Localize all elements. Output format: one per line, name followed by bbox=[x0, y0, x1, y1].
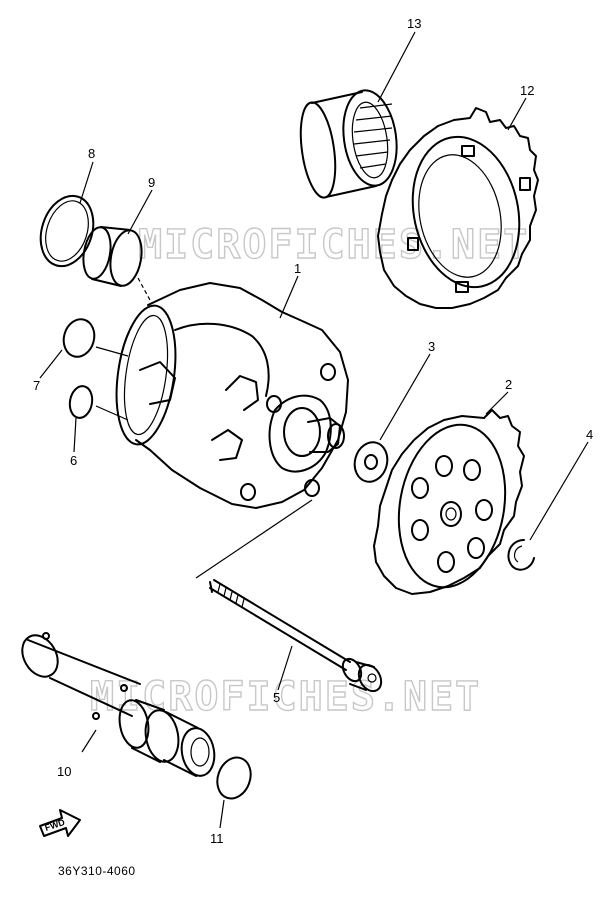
callout-9: 9 bbox=[148, 175, 155, 190]
part-9-collar bbox=[82, 226, 143, 287]
callout-1: 1 bbox=[294, 261, 301, 276]
part-5-bolt bbox=[209, 579, 383, 693]
part-12-sprocket-ring bbox=[377, 107, 539, 309]
callout-5: 5 bbox=[273, 690, 280, 705]
part-11-o-ring bbox=[216, 756, 252, 800]
callout-3: 3 bbox=[428, 339, 435, 354]
callout-4: 4 bbox=[586, 427, 593, 442]
callout-6: 6 bbox=[70, 453, 77, 468]
part-4-circlip bbox=[507, 539, 535, 571]
fwd-label: FWD bbox=[44, 817, 67, 833]
part-8-o-ring bbox=[39, 194, 95, 268]
part-2-driven-gear bbox=[373, 409, 525, 595]
callout-13: 13 bbox=[407, 16, 421, 31]
callout-8: 8 bbox=[88, 146, 95, 161]
watermark-top: MICROFICHES.NET bbox=[138, 222, 529, 268]
part-3-washer bbox=[353, 441, 389, 483]
diagram-code: 36Y310-4060 bbox=[58, 864, 136, 878]
part-1-oil-pump-assy bbox=[115, 282, 349, 509]
callout-10: 10 bbox=[57, 764, 71, 779]
callout-12: 12 bbox=[520, 83, 534, 98]
callout-7: 7 bbox=[33, 378, 40, 393]
callout-11: 11 bbox=[210, 831, 224, 846]
leader-lines bbox=[39, 31, 589, 829]
fwd-arrow-icon: FWD bbox=[39, 809, 81, 837]
watermark-bottom: MICROFICHES.NET bbox=[90, 674, 481, 720]
part-6-o-ring bbox=[68, 385, 94, 419]
part-7-o-ring bbox=[62, 318, 96, 358]
callout-2: 2 bbox=[505, 377, 512, 392]
part-13-needle-bearing bbox=[299, 89, 398, 199]
part-10-shaft bbox=[21, 632, 216, 777]
